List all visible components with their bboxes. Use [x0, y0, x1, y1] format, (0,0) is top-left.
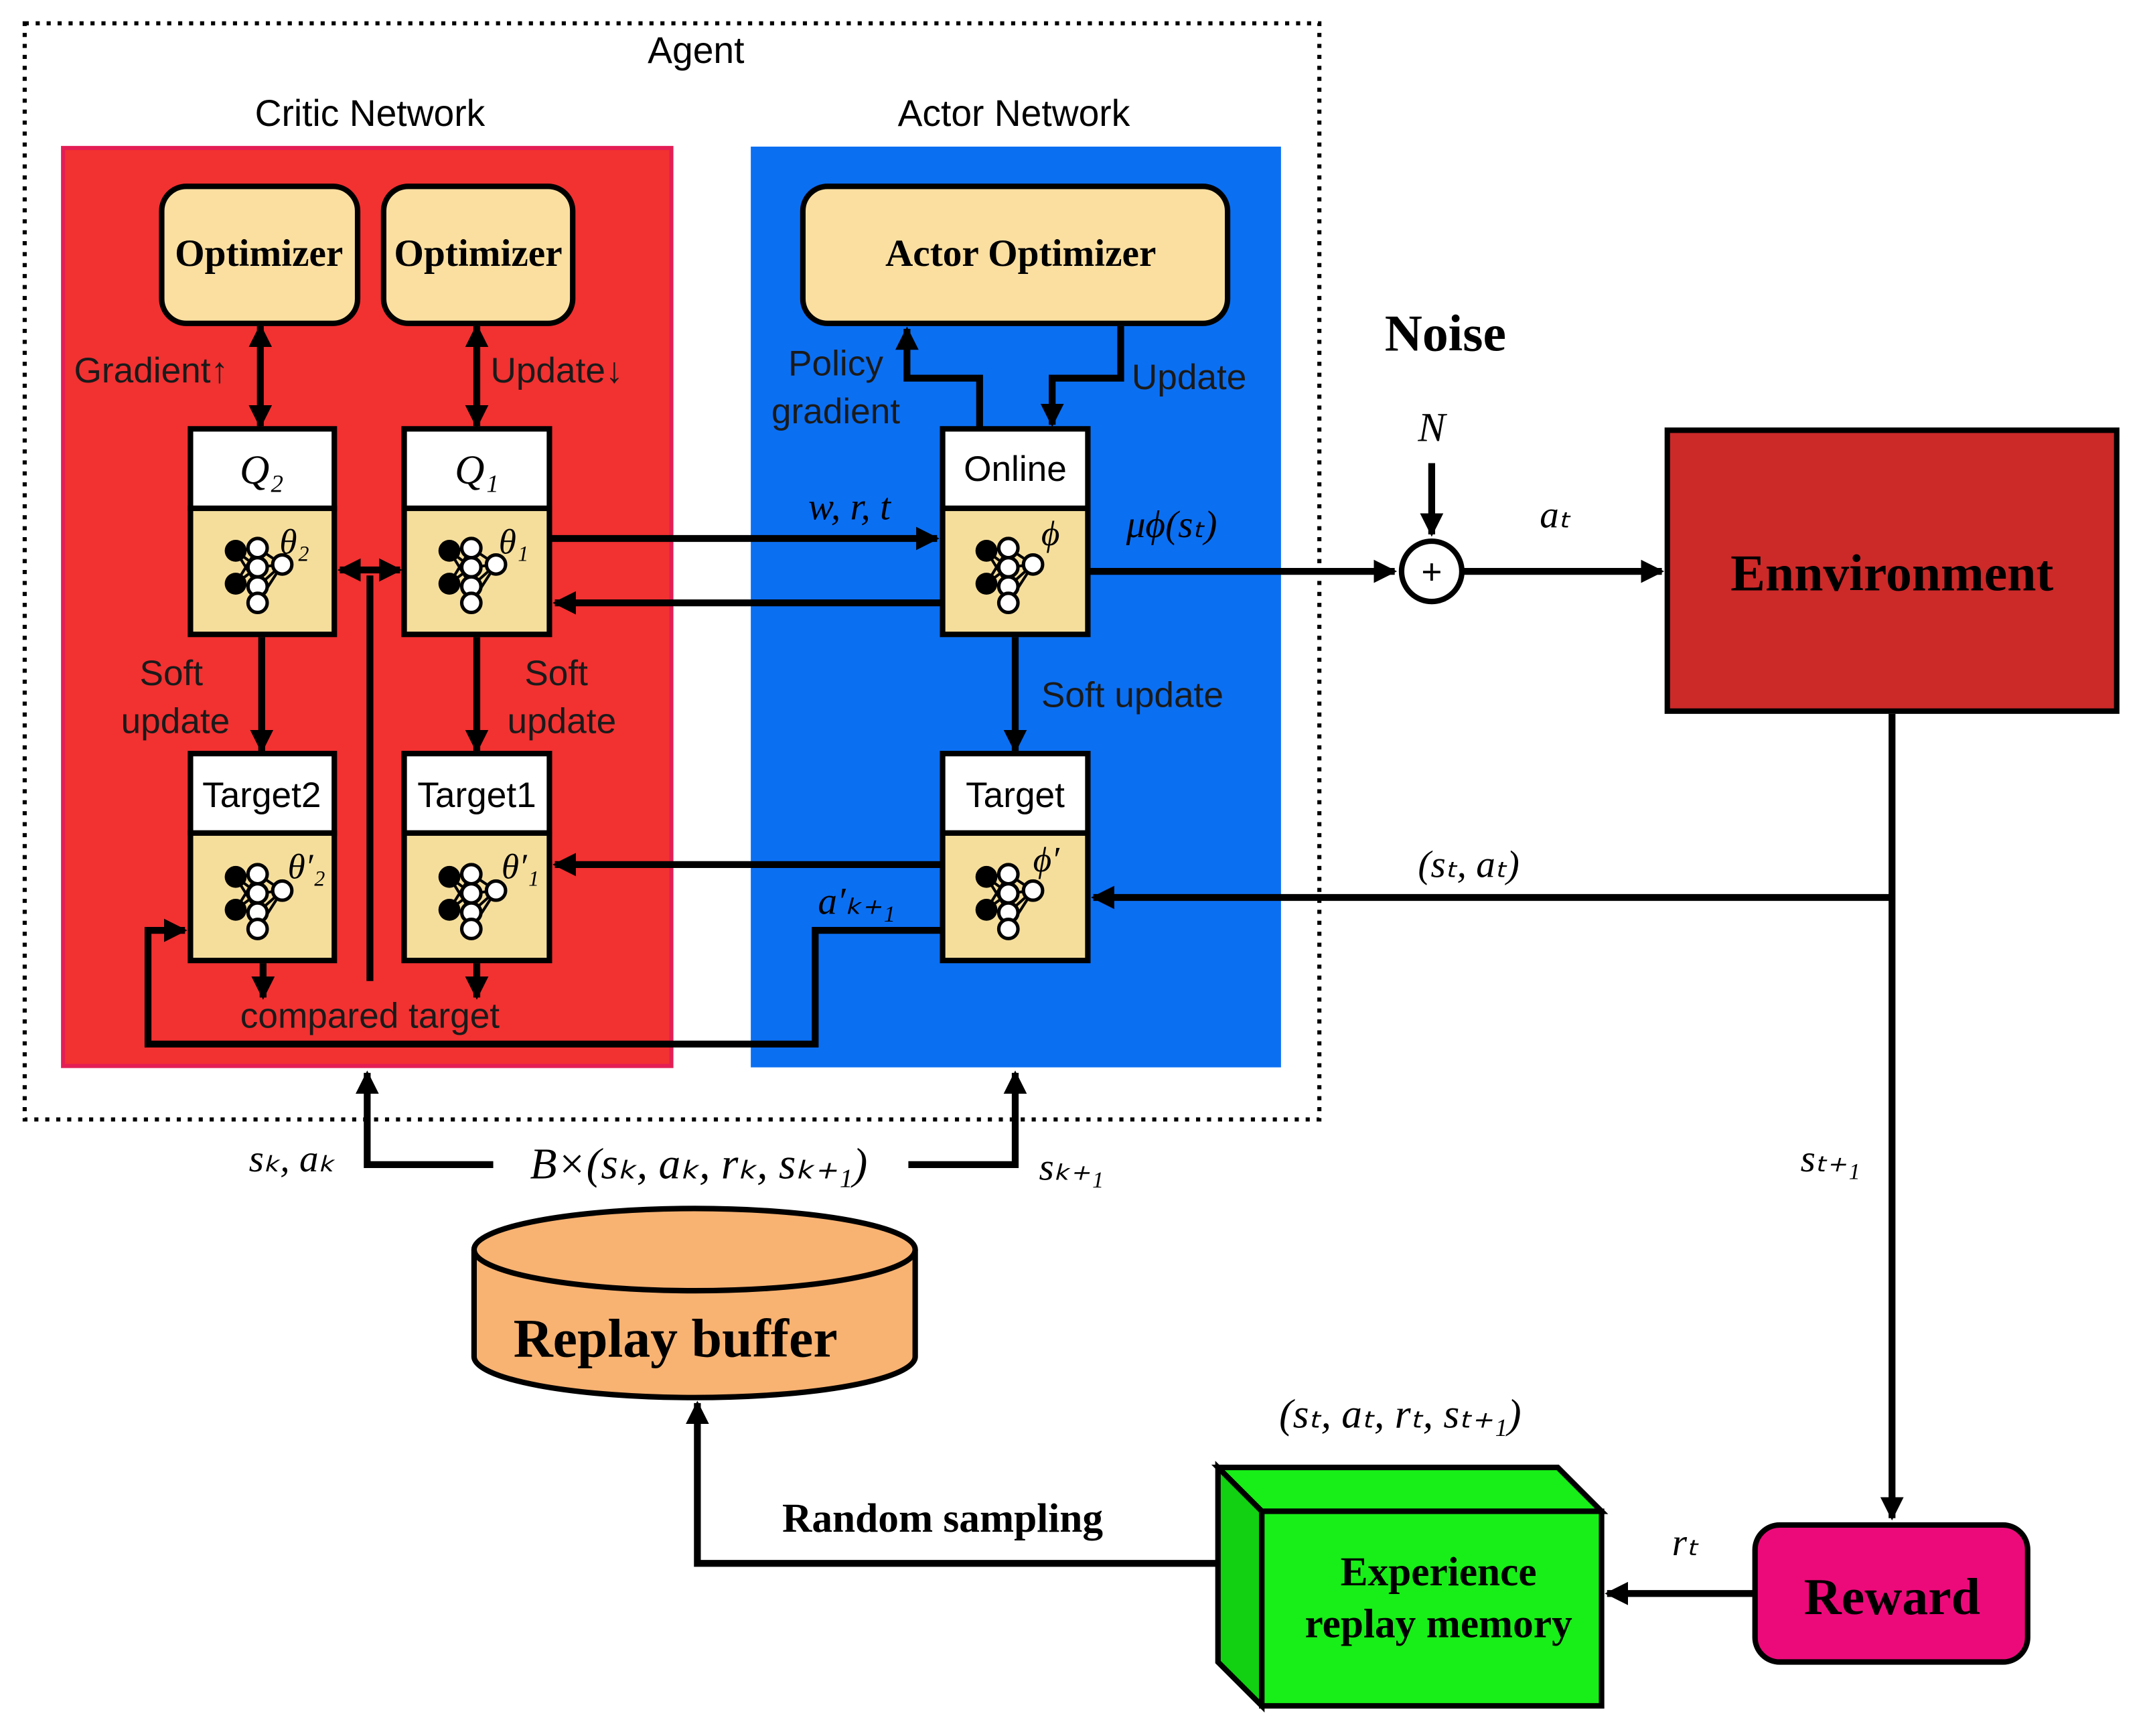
actor-optimizer-label: Actor Optimizer: [885, 232, 1156, 275]
next-state-label: sₜ₊₁: [1801, 1138, 1860, 1180]
policy-gradient-arrow: [895, 326, 983, 429]
random-sampling-label: Random sampling: [782, 1496, 1103, 1541]
target2-label: Target2: [202, 776, 321, 815]
q1-label: Q₁: [455, 447, 499, 493]
policy-gradient-line1: Policy: [788, 344, 883, 384]
sum-plus: +: [1421, 553, 1442, 592]
a-prime-path: [144, 918, 943, 1047]
critic-optimizer-right: [380, 184, 576, 326]
sk-ak-label: sₖ, aₖ: [249, 1138, 336, 1180]
replay-buffer-label: Replay buffer: [514, 1307, 838, 1368]
gradient-label: Gradient↑: [74, 351, 229, 390]
critic-optimizer-left: [159, 184, 361, 326]
environment-label: Ennvironment: [1730, 545, 2053, 602]
theta1-label: θ₁: [499, 522, 529, 561]
critic-network-title: Critic Network: [255, 92, 486, 134]
soft-update-right-line1: Soft: [524, 654, 588, 693]
soft-update-left-line2: update: [121, 701, 230, 741]
reward-label: Reward: [1804, 1568, 1980, 1625]
actor-update-arrow: [1040, 326, 1124, 427]
noise-symbol: N: [1417, 405, 1447, 451]
theta1-prime-label: θ′₁: [502, 847, 539, 886]
reward-signal-label: rₜ: [1672, 1522, 1699, 1564]
replay-buffer-top: [471, 1206, 918, 1294]
q2-header: [188, 426, 338, 512]
phi-label: ϕ: [1041, 514, 1060, 553]
agent-title: Agent: [648, 29, 744, 71]
sk-next-label: sₖ₊₁: [1039, 1146, 1104, 1188]
state-action-label: (sₜ, aₜ): [1418, 843, 1519, 885]
policy-gradient-line2: gradient: [771, 392, 900, 431]
online-label: Online: [964, 449, 1067, 489]
theta2-label: θ₂: [279, 522, 309, 561]
environment-box: [1664, 427, 2120, 714]
memory-top-face: [1211, 1464, 1609, 1514]
batch-to-actor-arrow: [908, 1070, 1027, 1169]
q2-label: Q₂: [240, 447, 284, 493]
random-sampling-arrow: [685, 1400, 1218, 1567]
actor-target-label: Target: [966, 776, 1065, 815]
experience-memory-box: [1259, 1508, 1605, 1709]
experience-memory-line1: Experience: [1341, 1549, 1537, 1595]
target1-header: [401, 751, 552, 836]
batch-label: B×(sₖ, aₖ, rₖ, sₖ₊₁): [530, 1140, 867, 1188]
theta2-prime-label: θ′₂: [288, 847, 325, 886]
experience-memory-line2: replay memory: [1305, 1601, 1572, 1647]
critic-optimizer-right-label: Optimizer: [394, 232, 562, 275]
wrt-label: w, r, t: [808, 486, 892, 528]
batch-to-critic-arrow: [355, 1070, 494, 1169]
q1-header: [401, 426, 552, 512]
actor-network-title: Actor Network: [898, 92, 1130, 134]
mu-phi-label: μϕ(sₜ): [1126, 504, 1217, 546]
a-prime-label: a′ₖ₊₁: [818, 881, 895, 923]
actor-target-header: [940, 751, 1091, 836]
action-label: aₜ: [1540, 494, 1571, 536]
memory-side-face: [1215, 1461, 1265, 1713]
compared-target-label: compared target: [240, 996, 500, 1035]
actor-optimizer: [800, 184, 1231, 326]
target1-network-box: [401, 830, 552, 964]
online-header: [940, 426, 1091, 512]
soft-update-left-line1: Soft: [139, 654, 203, 693]
noise-title: Noise: [1385, 305, 1506, 362]
phi-prime-label: ϕ′: [1033, 840, 1061, 879]
target2-header: [188, 751, 338, 836]
update-label-critic: Update↓: [490, 351, 623, 390]
actor-soft-update-label: Soft update: [1041, 676, 1223, 715]
critic-optimizer-left-label: Optimizer: [175, 232, 343, 275]
transition-label: (sₜ, aₜ, rₜ, sₜ₊₁): [1279, 1392, 1521, 1437]
actor-update-label: Update: [1132, 358, 1247, 397]
target1-label: Target1: [417, 776, 536, 815]
soft-update-right-line2: update: [507, 701, 616, 741]
